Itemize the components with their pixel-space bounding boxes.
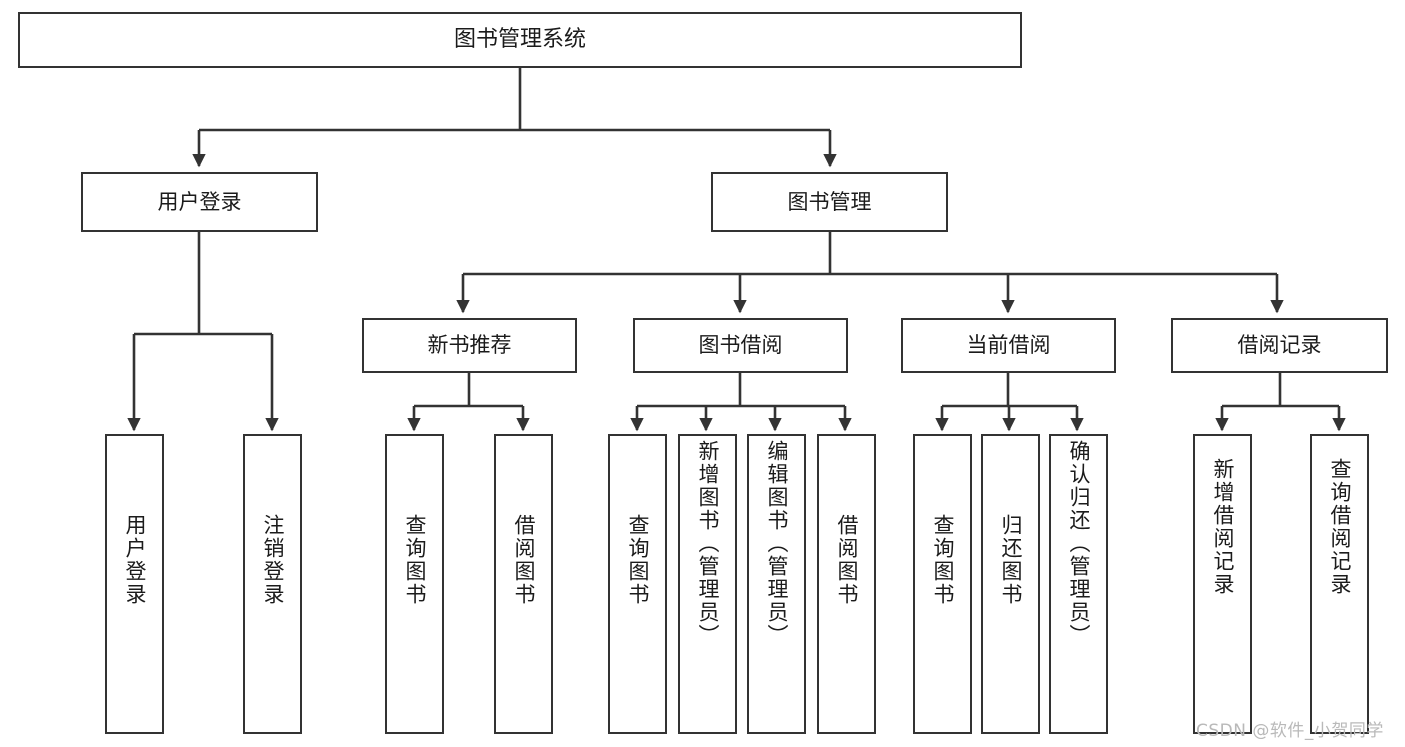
node-current-borrow[interactable]: 当前借阅 [901,318,1116,373]
node-leaf-add-book-admin[interactable]: 新增图书（管理员） [678,434,737,734]
node-root-book-management-system[interactable]: 图书管理系统 [18,12,1022,68]
node-leaf-return-book[interactable]: 归还图书 [981,434,1040,734]
node-label: 当前借阅 [966,333,1051,358]
node-leaf-user-login[interactable]: 用户登录 [105,434,164,734]
watermark-text: CSDN @软件_小贺同学 [1196,721,1384,741]
node-label: 新书推荐 [427,333,512,358]
node-label: 注销登录 [261,514,285,606]
node-book-management[interactable]: 图书管理 [711,172,948,232]
node-label: 图书借阅 [698,333,783,358]
node-user-login[interactable]: 用户登录 [81,172,318,232]
node-leaf-query-book-recommend[interactable]: 查询图书 [385,434,444,734]
node-leaf-confirm-return-admin[interactable]: 确认归还（管理员） [1049,434,1108,734]
node-label: 查询图书 [626,514,650,606]
node-label: 确认归还（管理员） [1067,440,1091,647]
node-label: 新增图书（管理员） [696,440,720,647]
node-label: 编辑图书（管理员） [765,440,789,647]
node-leaf-query-book-borrow[interactable]: 查询图书 [608,434,667,734]
node-label: 查询图书 [403,514,427,606]
node-label: 图书管理 [787,189,872,214]
node-label: 用户登录 [157,189,242,214]
node-borrow-record[interactable]: 借阅记录 [1171,318,1388,373]
node-leaf-edit-book-admin[interactable]: 编辑图书（管理员） [747,434,806,734]
node-label: 新增借阅记录 [1211,458,1235,596]
node-leaf-borrow-book-recommend[interactable]: 借阅图书 [494,434,553,734]
node-label: 归还图书 [999,514,1023,606]
node-leaf-logout-login[interactable]: 注销登录 [243,434,302,734]
node-label: 查询借阅记录 [1328,458,1352,596]
node-leaf-query-borrow-record[interactable]: 查询借阅记录 [1310,434,1369,734]
node-book-borrow[interactable]: 图书借阅 [633,318,848,373]
node-label: 借阅图书 [835,514,859,606]
node-label: 借阅图书 [512,514,536,606]
node-new-book-recommend[interactable]: 新书推荐 [362,318,577,373]
node-label: 查询图书 [931,514,955,606]
node-leaf-query-book-current[interactable]: 查询图书 [913,434,972,734]
node-label: 用户登录 [123,514,147,606]
node-leaf-add-borrow-record[interactable]: 新增借阅记录 [1193,434,1252,734]
node-label: 借阅记录 [1237,333,1322,358]
node-leaf-borrow-book[interactable]: 借阅图书 [817,434,876,734]
node-label: 图书管理系统 [453,27,586,53]
csdn-watermark: CSDN @软件_小贺同学 [1196,716,1384,741]
